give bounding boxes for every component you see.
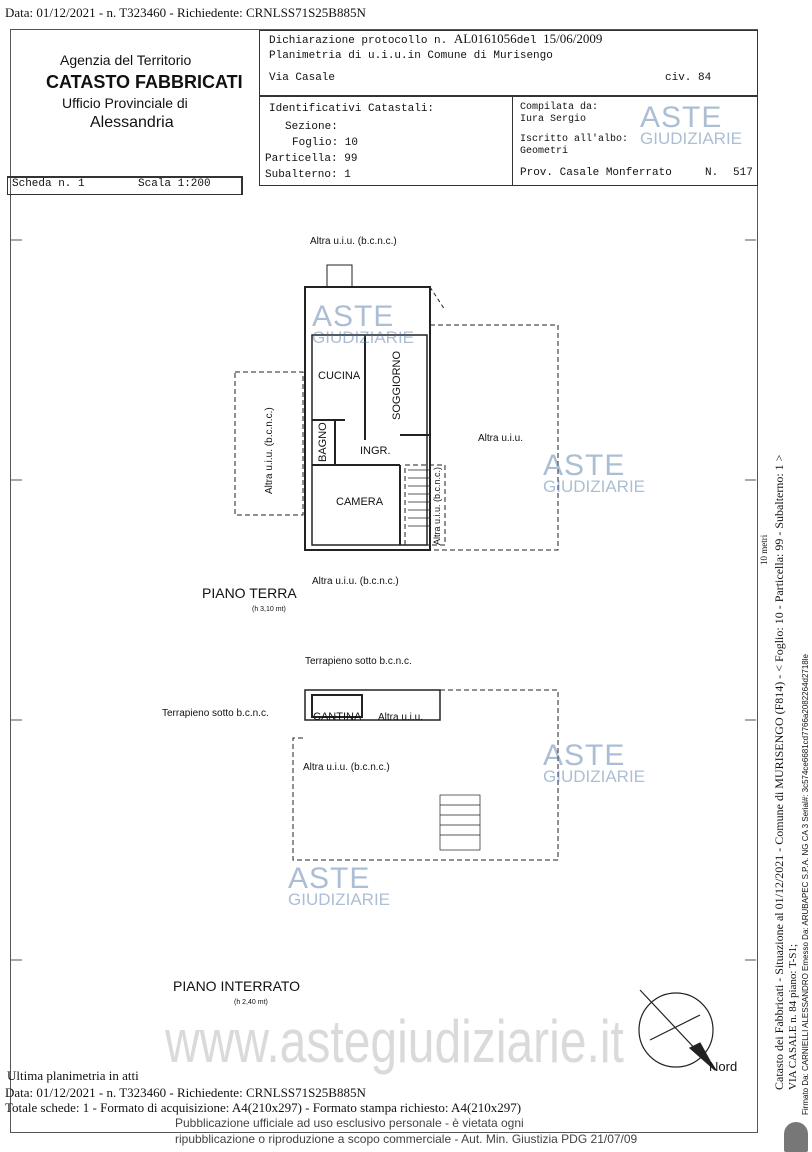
ground-left-label: Altra u.i.u. (b.c.n.c.) <box>264 407 275 494</box>
footer-format: Totale schede: 1 - Formato di acquisizio… <box>5 1100 522 1115</box>
office-label: Ufficio Provinciale di <box>62 95 188 111</box>
subalterno: Subalterno: 1 <box>265 169 351 181</box>
north-compass <box>638 989 716 1071</box>
reg-number-label: N. <box>705 167 719 179</box>
room-camera: CAMERA <box>336 496 384 508</box>
identifiers-title: Identificativi Catastali: <box>269 103 435 115</box>
identifiers-box <box>259 96 758 186</box>
basement-right-label: Altra u.i.u. <box>378 712 424 723</box>
scheda-number: Scheda n. 1 <box>12 178 85 190</box>
ground-bottom-label: Altra u.i.u. (b.c.n.c.) <box>312 576 399 587</box>
ground-floor-walls <box>304 264 446 551</box>
basement-stairs <box>439 794 481 851</box>
basement-walls <box>304 689 441 721</box>
registration-marks <box>10 239 756 961</box>
province: Prov. Casale Monferrato <box>520 167 672 179</box>
albo-value: Geometri <box>520 146 569 157</box>
ground-right-label: Altra u.i.u. <box>478 433 524 444</box>
room-bagno: BAGNO <box>317 422 329 462</box>
declaration-box <box>259 30 758 96</box>
publication-notice-2: ripubblicazione o riproduzione a scopo c… <box>175 1132 638 1146</box>
basement-mid-label: Altra u.i.u. (b.c.n.c.) <box>303 762 390 773</box>
basement-boundaries <box>292 689 559 861</box>
scheda-box <box>7 176 243 195</box>
ground-floor-boundaries <box>234 324 559 551</box>
ground-floor-height: (h 3,10 mt) <box>252 606 286 613</box>
compiler-label: Compilata da: <box>520 102 599 113</box>
catasto-title: CATASTO FABBRICATI <box>46 72 243 92</box>
identifiers-divider <box>512 96 513 185</box>
basement-left-label: Terrapieno sotto b.c.n.c. <box>162 708 269 719</box>
protocol-line: Dichiarazione protocollo n. AL0161056del… <box>269 31 602 48</box>
basement-top-label: Terrapieno sotto b.c.n.c. <box>305 656 412 667</box>
digital-signature: Firmato Da: CARNIELLI ALESSANDRO Emesso … <box>801 654 810 1115</box>
sezione: Sezione: <box>285 121 338 133</box>
protocol-date: 15/06/2009 <box>543 31 603 46</box>
compiler-name: Iura Sergio <box>520 114 587 125</box>
foglio: Foglio: 10 <box>292 137 359 149</box>
watermark-url: www.astegiudiziarie.it <box>165 1008 624 1075</box>
seal-ribbon-icon <box>784 1122 808 1152</box>
side-cadastre-info: Catasto dei Fabbricati - Situazione al 0… <box>772 454 786 1090</box>
compass-label: Nord <box>709 1059 738 1074</box>
albo-label: Iscritto all'albo: <box>520 134 629 145</box>
agency-name: Agenzia del Territorio <box>60 52 192 68</box>
protocol-number: AL0161056 <box>453 31 517 46</box>
ground-stair-label: Altra u.i.u. (b.c.n.c.) <box>432 466 442 545</box>
room-cucina: CUCINA <box>318 370 361 382</box>
address: Via Casale <box>269 72 336 84</box>
room-cantina: CANTINA <box>313 711 362 723</box>
particella: Particella: 99 <box>265 153 358 165</box>
scale: Scala 1:200 <box>138 178 211 190</box>
basement-title: PIANO INTERRATO <box>173 978 301 994</box>
date-label: del <box>516 35 537 47</box>
office-province: Alessandria <box>90 114 174 131</box>
civic-number: civ. 84 <box>665 72 712 84</box>
ground-floor-title: PIANO TERRA <box>202 585 297 601</box>
ground-stairs <box>408 469 430 527</box>
publication-notice-1: Pubblicazione ufficiale ad uso esclusivo… <box>175 1116 524 1130</box>
reg-number: 517 <box>733 167 753 179</box>
protocol-label: Dichiarazione protocollo n. <box>269 35 448 47</box>
room-ingresso: INGR. <box>360 445 391 457</box>
sheet-frame <box>10 29 758 1133</box>
last-plan-note: Ultima planimetria in atti <box>7 1068 139 1083</box>
scale-bar-label: 10 metri <box>759 534 769 565</box>
side-address: VIA CASALE n. 84 piano: T-S1; <box>787 943 799 1090</box>
room-soggiorno: SOGGIORNO <box>391 350 403 420</box>
request-header: Data: 01/12/2021 - n. T323460 - Richiede… <box>5 5 366 20</box>
planimetria-line: Planimetria di u.i.u.in Comune di Murise… <box>269 50 553 62</box>
ground-top-label: Altra u.i.u. (b.c.n.c.) <box>310 236 397 247</box>
basement-height: (h 2,40 mt) <box>234 999 268 1006</box>
footer-request: Data: 01/12/2021 - n. T323460 - Richiede… <box>5 1085 366 1100</box>
